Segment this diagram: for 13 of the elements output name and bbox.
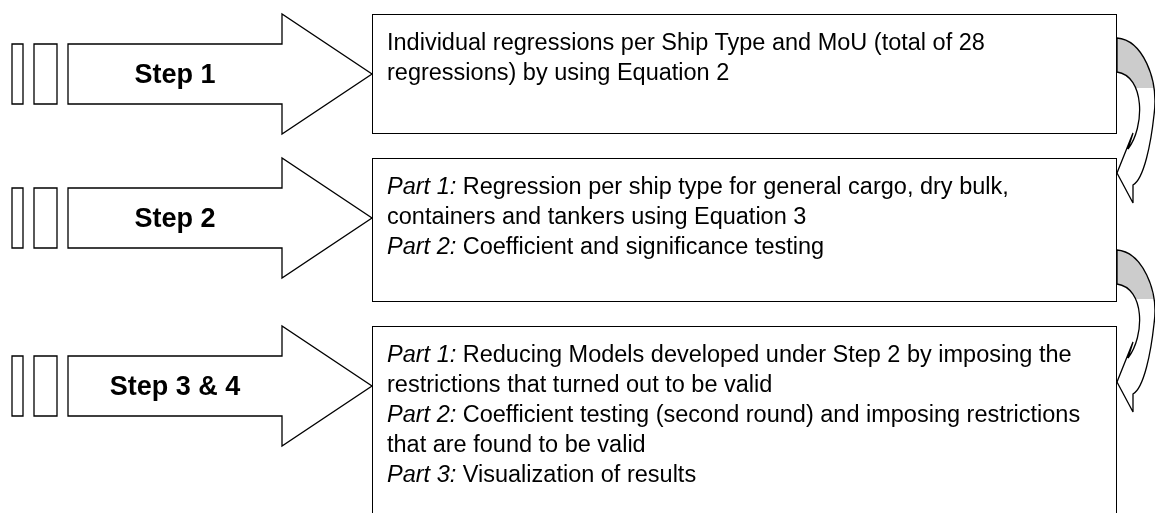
striped-block-arrow — [11, 156, 374, 280]
description-text: Part 2: Coefficient testing (second round) and imposing restrictions that are found to be valid — [387, 400, 1082, 459]
description-text: Part 1: Reducing Models developed under Step 2 by imposing the restrictions that turned out to be valid — [387, 340, 1073, 399]
description-text: Individual regressions per Ship Type and MoU (total of 28 regressions) by using Equation 2 — [387, 28, 986, 87]
curved-arrow — [1116, 37, 1155, 204]
striped-block-arrow — [11, 12, 374, 136]
process-box — [372, 326, 1117, 513]
process-box — [372, 14, 1117, 134]
description-text: Part 3: Visualization of results — [387, 460, 698, 489]
description-text: Part 2: Coefficient and significance testing — [387, 232, 826, 261]
curved-arrow — [1116, 249, 1155, 413]
description-text: Part 1: Regression per ship type for general cargo, dry bulk, containers and tankers using Equation 3 — [387, 172, 1010, 231]
process-box — [372, 158, 1117, 302]
